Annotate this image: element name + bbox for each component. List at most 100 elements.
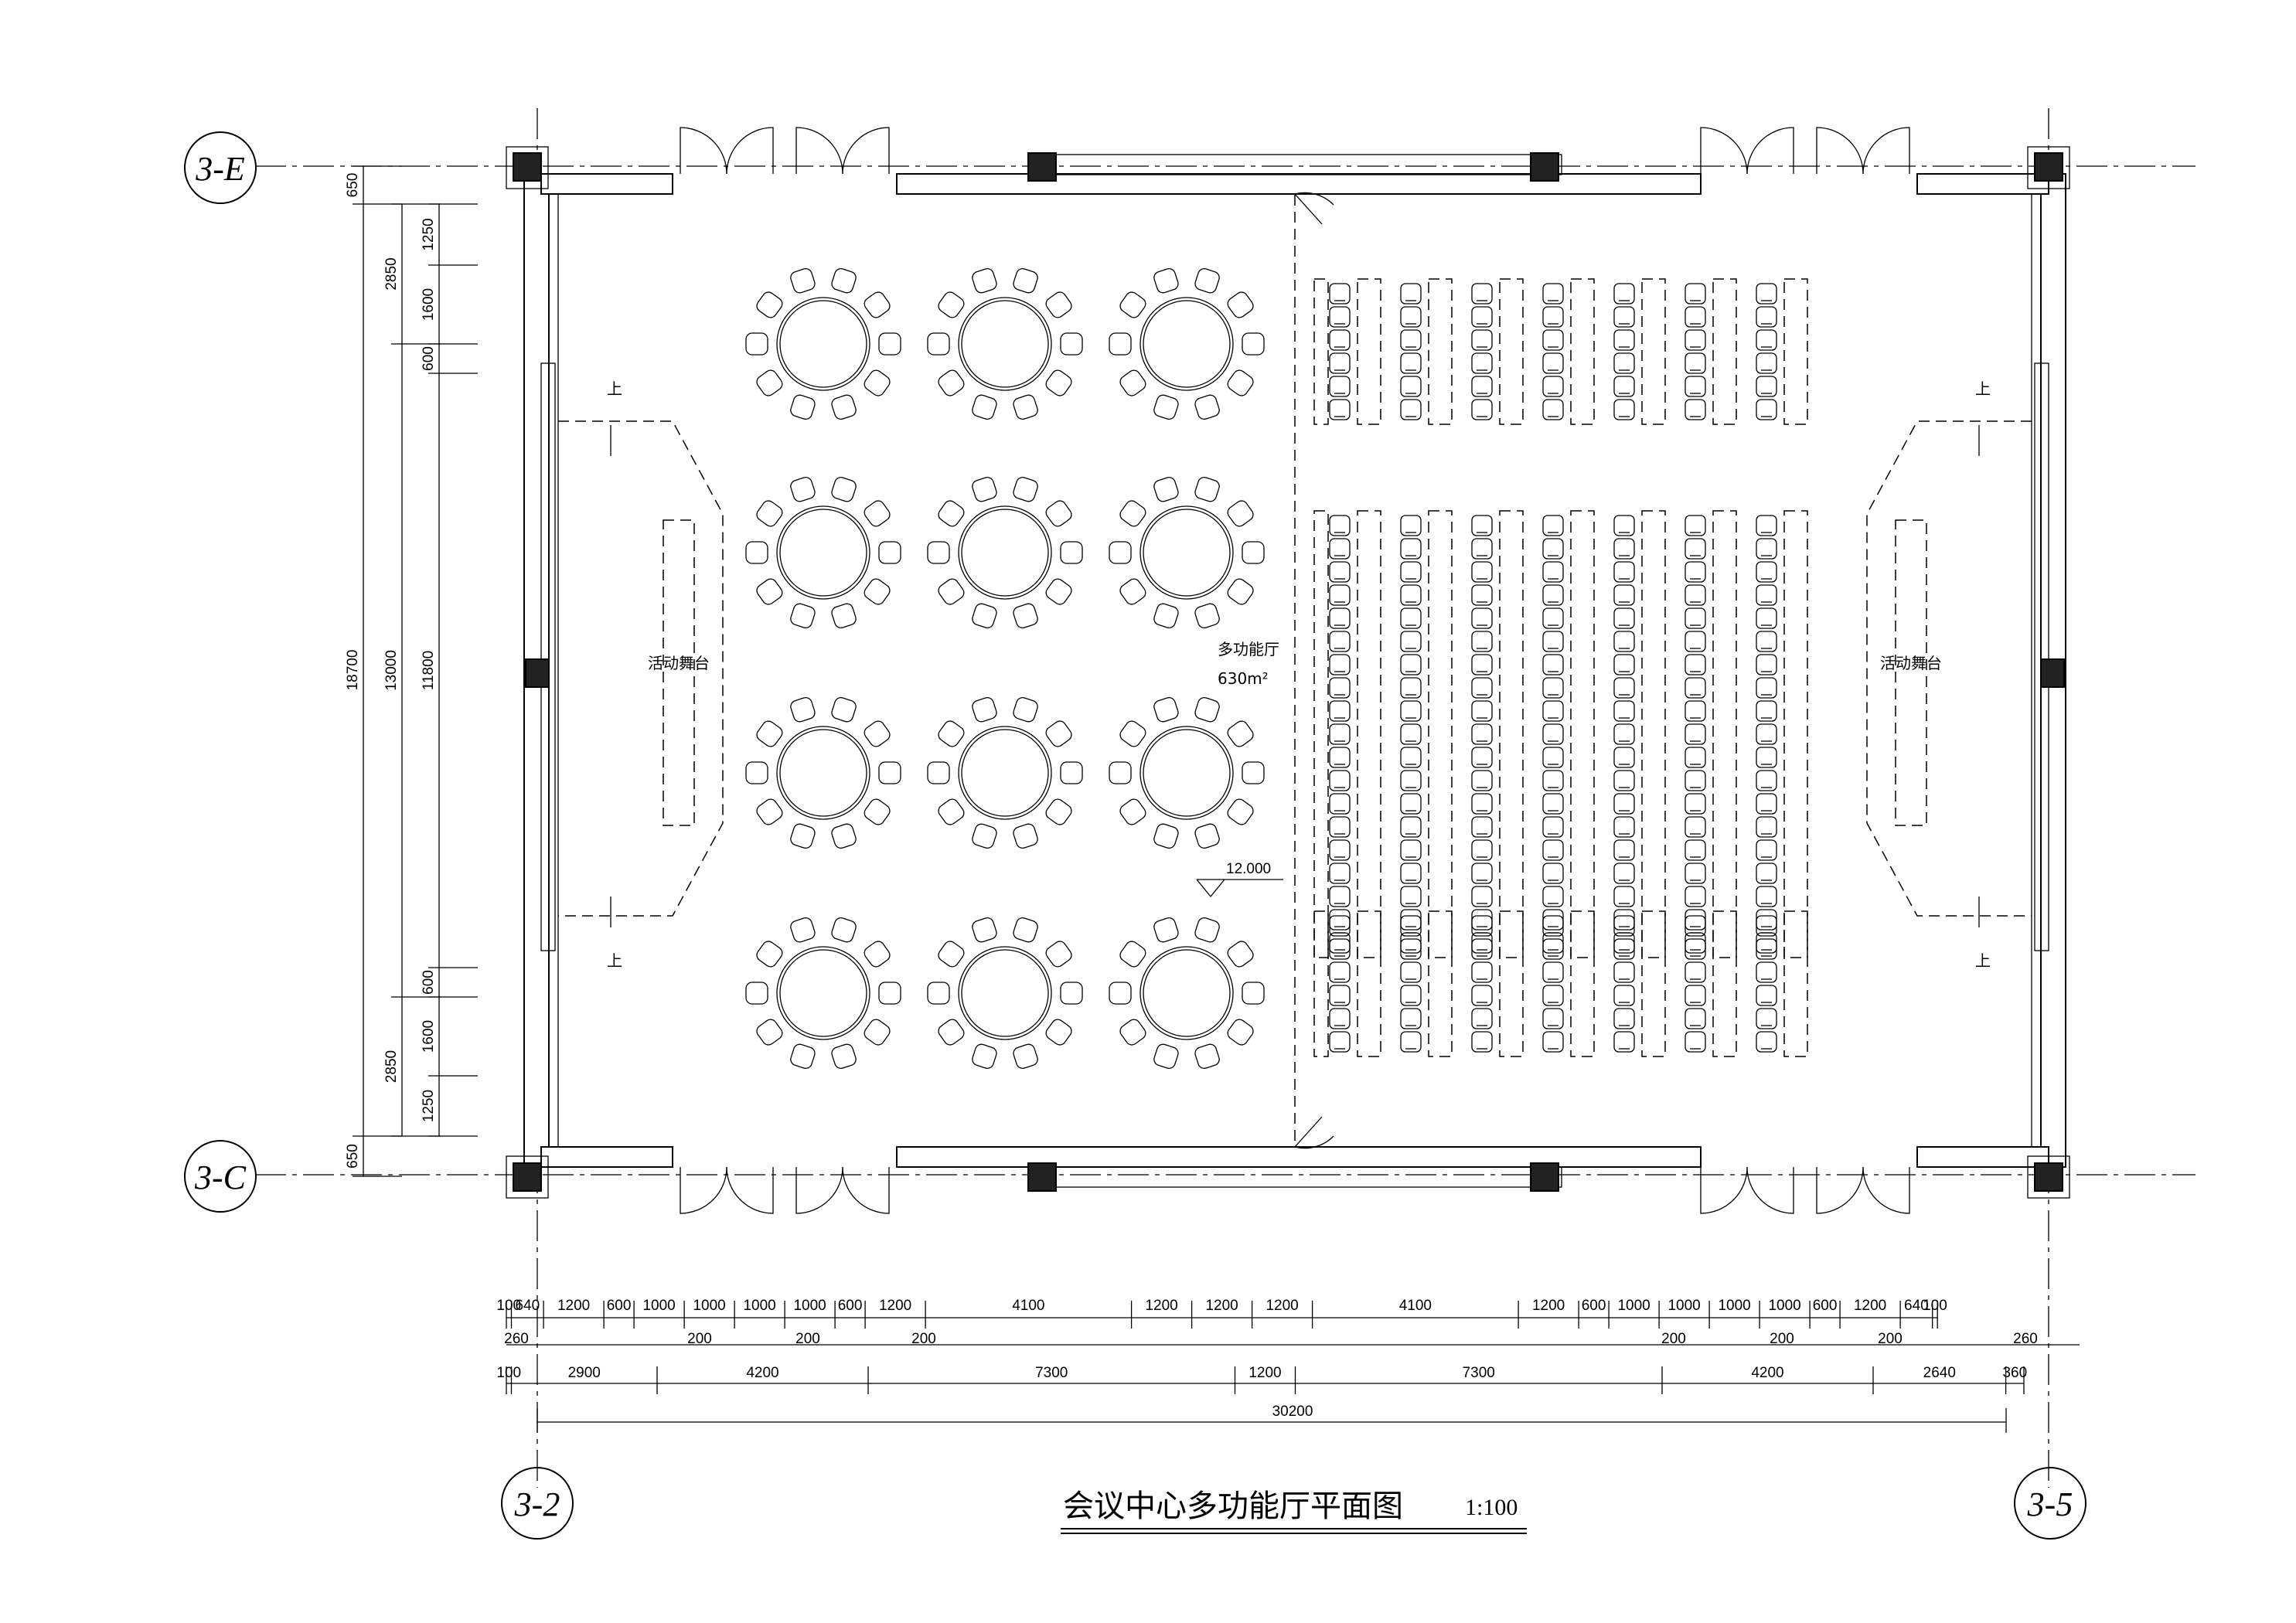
room-label: 多功能厅 630m²	[1218, 640, 1279, 688]
writing-table	[1357, 278, 1381, 425]
seat	[1613, 723, 1635, 745]
seat	[1400, 723, 1422, 745]
seat	[1613, 985, 1635, 1006]
dim-label: 1000	[1768, 1298, 1800, 1314]
seat	[1756, 961, 1777, 983]
seat	[1329, 561, 1351, 583]
seat	[1685, 863, 1706, 884]
seat	[1471, 915, 1493, 937]
chair	[1227, 798, 1254, 825]
seat	[1471, 607, 1493, 629]
chair	[790, 1043, 816, 1070]
chair	[864, 578, 891, 605]
chair	[938, 941, 965, 968]
seat	[1400, 747, 1422, 768]
seat	[1613, 538, 1635, 560]
seat	[1400, 352, 1422, 374]
chair	[927, 761, 950, 784]
seat	[1756, 1008, 1777, 1029]
seat	[1756, 329, 1777, 351]
dim-label: 1600	[421, 1020, 437, 1053]
seat	[1329, 723, 1351, 745]
seat-block-edge	[1313, 510, 1329, 958]
dim-label: 1250	[421, 1090, 437, 1122]
seat	[1471, 961, 1493, 983]
chair	[745, 982, 768, 1005]
chair	[1060, 982, 1083, 1005]
seat	[1329, 793, 1351, 815]
chair	[831, 1043, 857, 1070]
seat	[1613, 376, 1635, 397]
table-edge	[1143, 300, 1231, 388]
seat	[1756, 352, 1777, 374]
dim-label: 2850	[383, 1050, 400, 1083]
elevation-value: 12.000	[1226, 861, 1271, 877]
chair	[756, 291, 783, 318]
chair	[1227, 291, 1254, 318]
seat	[1756, 306, 1777, 328]
seat	[1685, 631, 1706, 652]
dim-label: 2900	[568, 1365, 601, 1381]
dim-label: 1250	[421, 218, 437, 250]
seat	[1471, 654, 1493, 675]
seat	[1400, 1031, 1422, 1053]
chair	[1045, 720, 1072, 747]
seat	[1471, 677, 1493, 699]
seat	[1400, 306, 1422, 328]
dim-label: 1200	[879, 1298, 911, 1314]
seat	[1542, 985, 1564, 1006]
chair	[927, 541, 950, 564]
structural-columns	[506, 146, 2070, 1199]
dim-label: 2850	[383, 257, 400, 290]
seat	[1685, 915, 1706, 937]
chair	[1242, 761, 1265, 784]
seat	[1685, 1008, 1706, 1029]
writing-table	[1641, 510, 1666, 958]
seat	[1400, 376, 1422, 397]
chair	[864, 1019, 891, 1046]
seat	[1471, 863, 1493, 884]
chair	[756, 578, 783, 605]
seat	[1542, 538, 1564, 560]
chair	[1194, 394, 1220, 420]
seat	[1329, 306, 1351, 328]
seat	[1400, 399, 1422, 420]
writing-table	[1712, 510, 1737, 958]
seat	[1400, 515, 1422, 536]
chair	[1227, 369, 1254, 396]
chair	[1227, 578, 1254, 605]
seat	[1329, 1031, 1351, 1053]
seat	[1471, 352, 1493, 374]
seat	[1685, 561, 1706, 583]
table-top	[958, 505, 1052, 600]
seat	[1756, 1031, 1777, 1053]
seat	[1542, 1031, 1564, 1053]
stair-left-top-label: 上	[607, 379, 622, 398]
table-top	[1139, 505, 1234, 600]
seat	[1756, 915, 1777, 937]
chair	[790, 823, 816, 849]
seat	[1756, 723, 1777, 745]
seat	[1613, 863, 1635, 884]
seat	[1542, 654, 1564, 675]
seat	[1471, 399, 1493, 420]
dim-label: 260	[2013, 1331, 2038, 1347]
seat	[1613, 329, 1635, 351]
grid-label-right: 3-5	[2027, 1485, 2073, 1523]
seat	[1756, 770, 1777, 791]
seat	[1542, 306, 1564, 328]
table-top	[1139, 726, 1234, 820]
seat	[1685, 283, 1706, 305]
seat	[1471, 306, 1493, 328]
seat	[1685, 399, 1706, 420]
round-table	[927, 476, 1083, 629]
chair	[1119, 578, 1146, 605]
seat-column	[1400, 510, 1453, 958]
seat	[1329, 770, 1351, 791]
writing-table	[1712, 910, 1737, 1057]
dim-label: 1200	[1266, 1298, 1298, 1314]
seat	[1613, 584, 1635, 606]
dim-label: 7300	[1035, 1365, 1068, 1381]
